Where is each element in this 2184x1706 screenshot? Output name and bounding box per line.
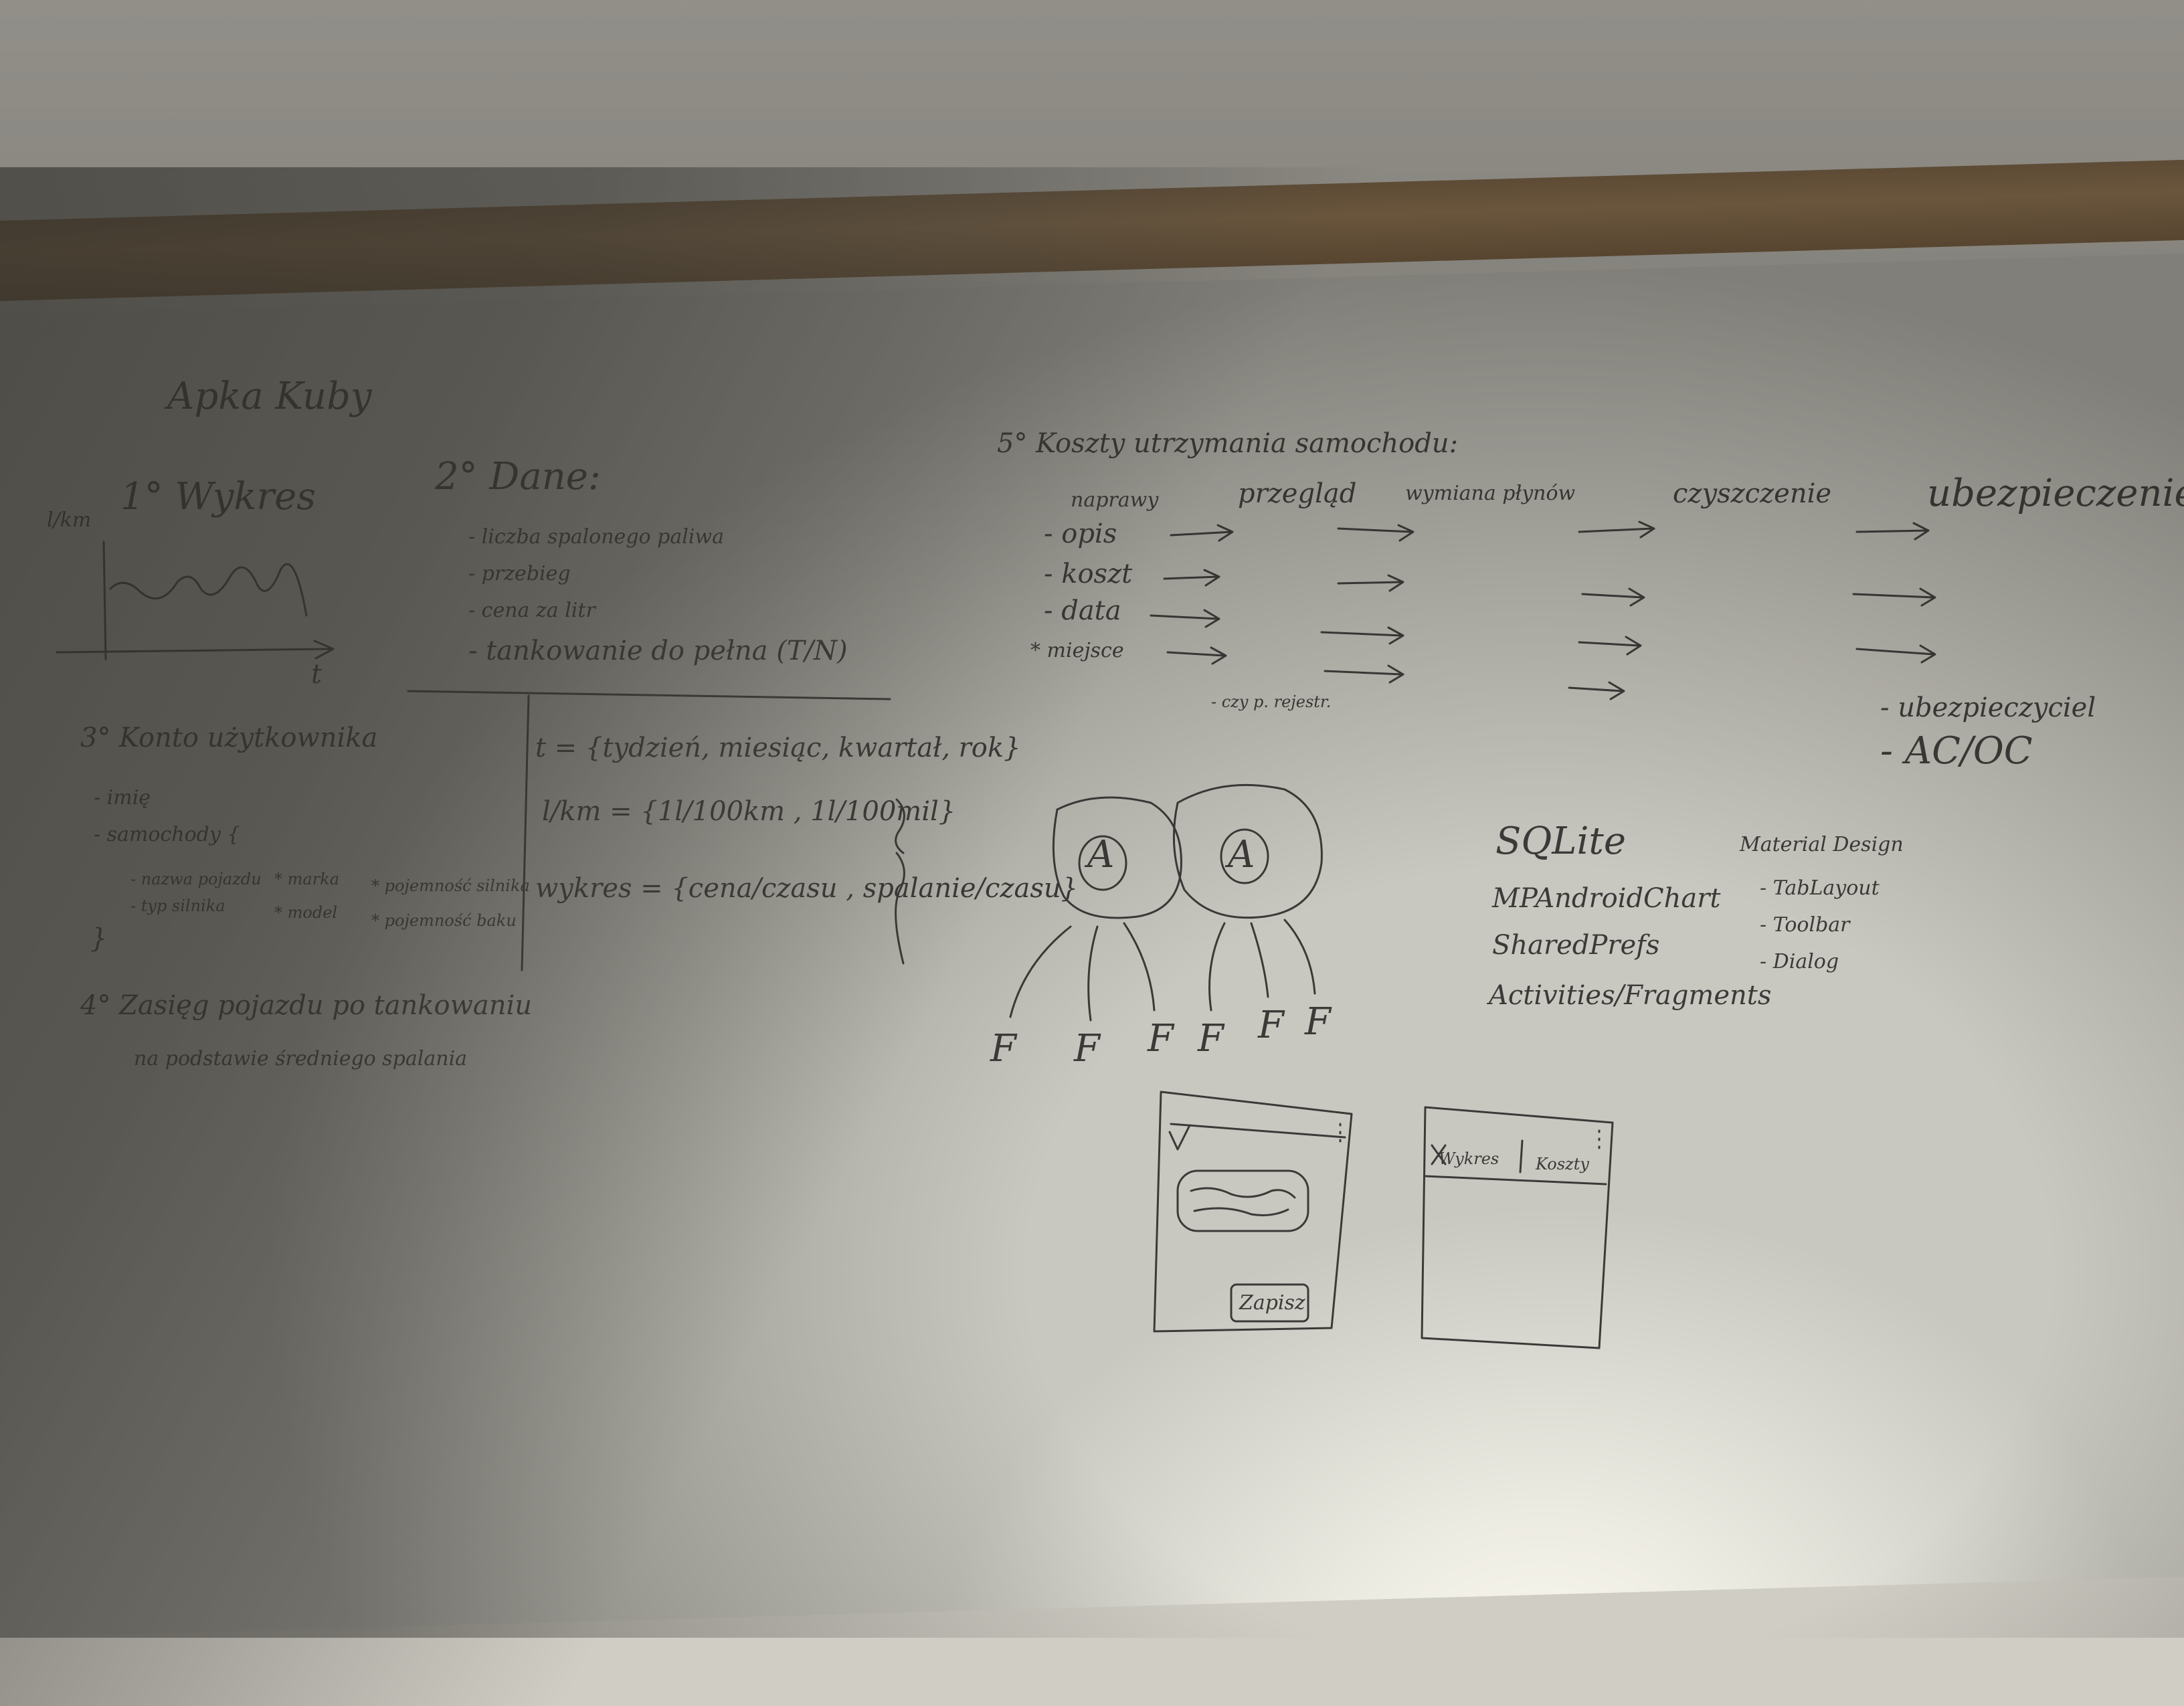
activity-box-1 <box>1052 796 1182 919</box>
mockup1-frame <box>1153 1091 1353 1333</box>
fragment-links <box>1009 919 1316 1022</box>
wykres-brace <box>895 852 905 965</box>
section2-vertical-divider <box>521 694 530 971</box>
section2-divider <box>407 690 891 700</box>
mockup1-toolbar <box>1170 1123 1346 1139</box>
chart-y-axis <box>102 541 107 660</box>
cost-arrows <box>1150 520 1936 700</box>
lkm-brace <box>895 798 905 854</box>
mockup2-tab-divider <box>1519 1139 1524 1173</box>
mockup2-frame <box>1421 1106 1614 1349</box>
mockup2-star-icon <box>1431 1144 1447 1165</box>
chart-line <box>109 563 308 617</box>
mockup2-tab-bar <box>1424 1175 1607 1186</box>
ink-drawings <box>56 520 1936 1349</box>
activity-circle-2 <box>1220 828 1269 884</box>
mockup1-check-icon <box>1168 1124 1191 1151</box>
mockup1-input-box <box>1176 1169 1309 1232</box>
chart-x-axis <box>56 640 335 660</box>
mockup1-save-button <box>1230 1283 1309 1323</box>
mockup1-scribble <box>1190 1187 1296 1216</box>
activity-circle-1 <box>1078 835 1127 891</box>
activity-box-2 <box>1172 783 1323 919</box>
